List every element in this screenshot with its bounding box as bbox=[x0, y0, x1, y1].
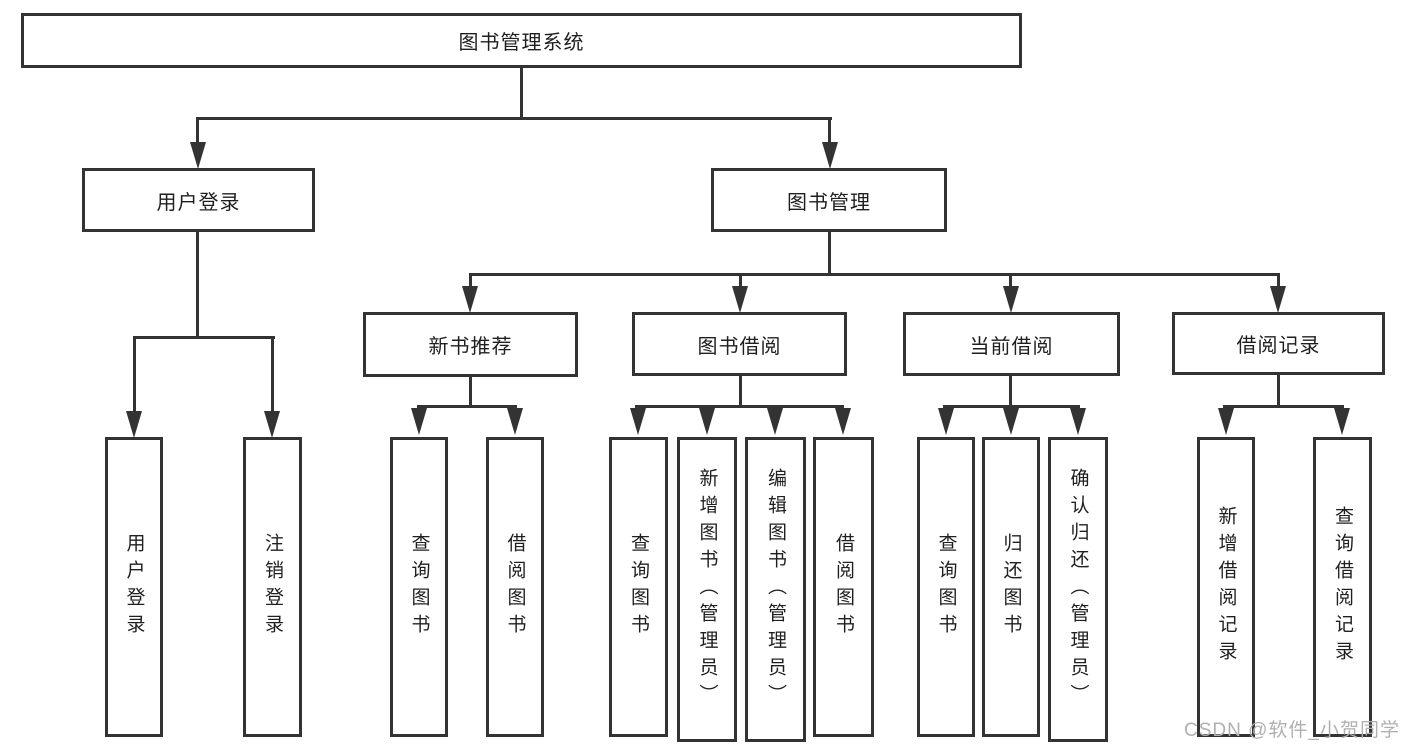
connector-level2-rail bbox=[196, 117, 832, 120]
connector-level3-rail bbox=[469, 273, 1280, 276]
connector-leaf-rail bbox=[943, 405, 1080, 408]
arrowhead-down-icon bbox=[1003, 286, 1019, 313]
node-book-borrowing: 图书借阅 bbox=[632, 312, 847, 376]
arrowhead-down-icon bbox=[1218, 408, 1234, 435]
leaf-borrow-books-recommend: 借阅图书 bbox=[486, 437, 544, 737]
node-label: 图书管理 bbox=[787, 191, 871, 214]
leaf-label: 编辑图书（管理员） bbox=[765, 468, 786, 711]
leaf-borrow-books-borrowing: 借阅图书 bbox=[813, 437, 874, 737]
leaf-label: 新增图书（管理员） bbox=[696, 468, 718, 711]
csdn-watermark: CSDN @软件_小贺同学 bbox=[1184, 720, 1400, 741]
arrowhead-down-icon bbox=[1003, 408, 1019, 435]
connector-group-drop bbox=[469, 273, 472, 289]
leaf-label: 查询图书 bbox=[935, 533, 957, 641]
leaf-return-book: 归还图书 bbox=[982, 437, 1040, 737]
arrowhead-down-icon bbox=[732, 286, 748, 313]
leaf-logout: 注销登录 bbox=[243, 437, 302, 737]
leaf-label: 借阅图书 bbox=[833, 533, 854, 641]
arrowhead-down-icon bbox=[264, 411, 280, 438]
leaf-label: 借阅图书 bbox=[504, 533, 526, 641]
leaf-query-borrow-record: 查询借阅记录 bbox=[1313, 437, 1372, 737]
connector-leaf-drop bbox=[133, 336, 136, 414]
node-label: 当前借阅 bbox=[969, 335, 1054, 358]
leaf-label: 查询借阅记录 bbox=[1332, 506, 1353, 668]
node-borrowing-records: 借阅记录 bbox=[1172, 312, 1385, 375]
node-label: 新书推荐 bbox=[428, 336, 513, 358]
connector-leaf-rail bbox=[417, 405, 517, 408]
node-new-book-recommendation: 新书推荐 bbox=[363, 312, 578, 377]
node-label: 用户登录 bbox=[156, 191, 241, 214]
connector-book-mgmt-stem bbox=[828, 231, 831, 276]
arrowhead-down-icon bbox=[630, 408, 646, 435]
connector-group-stem bbox=[739, 376, 742, 408]
leaf-label: 查询图书 bbox=[408, 533, 430, 641]
arrowhead-down-icon bbox=[411, 408, 427, 435]
leaf-label: 归还图书 bbox=[1000, 533, 1022, 641]
arrowhead-down-icon bbox=[1334, 408, 1350, 435]
arrowhead-down-icon bbox=[1270, 286, 1286, 313]
node-book-management: 图书管理 bbox=[711, 168, 947, 232]
arrowhead-down-icon bbox=[126, 411, 142, 438]
arrowhead-down-icon bbox=[822, 142, 838, 169]
connector-group-drop bbox=[1277, 273, 1280, 289]
connector-user-login-rail bbox=[133, 336, 275, 339]
connector-leaf-rail bbox=[635, 405, 844, 408]
arrowhead-down-icon bbox=[835, 408, 851, 435]
connector-user-login-drop bbox=[196, 117, 199, 145]
node-label: 借阅记录 bbox=[1236, 335, 1321, 357]
leaf-query-books-borrowing: 查询图书 bbox=[609, 437, 668, 737]
arrowhead-down-icon bbox=[938, 408, 954, 435]
node-current-borrowing: 当前借阅 bbox=[903, 312, 1120, 376]
leaf-label: 查询图书 bbox=[628, 533, 649, 641]
arrowhead-down-icon bbox=[507, 408, 523, 435]
arrowhead-down-icon bbox=[462, 286, 478, 313]
arrowhead-down-icon bbox=[190, 142, 206, 169]
leaf-add-book-admin: 新增图书（管理员） bbox=[677, 437, 737, 742]
arrowhead-down-icon bbox=[699, 408, 715, 435]
connector-user-login-stem bbox=[196, 231, 199, 338]
connector-group-drop bbox=[739, 273, 742, 289]
leaf-query-books-recommend: 查询图书 bbox=[390, 437, 448, 737]
leaf-user-login: 用户登录 bbox=[105, 437, 163, 737]
arrowhead-down-icon bbox=[1070, 408, 1086, 435]
leaf-edit-book-admin: 编辑图书（管理员） bbox=[745, 437, 806, 742]
node-label: 图书借阅 bbox=[697, 335, 782, 358]
leaf-confirm-return-admin: 确认归还（管理员） bbox=[1048, 437, 1108, 742]
node-library-management-system: 图书管理系统 bbox=[21, 13, 1022, 68]
node-label: 图书管理系统 bbox=[458, 32, 585, 54]
connector-group-drop bbox=[1009, 273, 1012, 289]
connector-group-stem bbox=[1277, 375, 1280, 408]
leaf-label: 确认归还（管理员） bbox=[1067, 468, 1089, 711]
leaf-label: 新增借阅记录 bbox=[1215, 506, 1237, 668]
connector-leaf-rail bbox=[1223, 405, 1344, 408]
leaf-label: 用户登录 bbox=[123, 533, 145, 641]
arrowhead-down-icon bbox=[767, 408, 783, 435]
connector-book-mgmt-drop bbox=[828, 117, 831, 145]
connector-root-stem bbox=[520, 66, 523, 119]
leaf-label: 注销登录 bbox=[262, 533, 283, 641]
connector-group-stem bbox=[469, 376, 472, 408]
node-user-login: 用户登录 bbox=[82, 168, 315, 232]
connector-group-stem bbox=[1009, 376, 1012, 408]
leaf-add-borrow-record: 新增借阅记录 bbox=[1197, 437, 1255, 737]
connector-leaf-drop bbox=[271, 336, 274, 414]
leaf-query-books-current: 查询图书 bbox=[917, 437, 975, 737]
